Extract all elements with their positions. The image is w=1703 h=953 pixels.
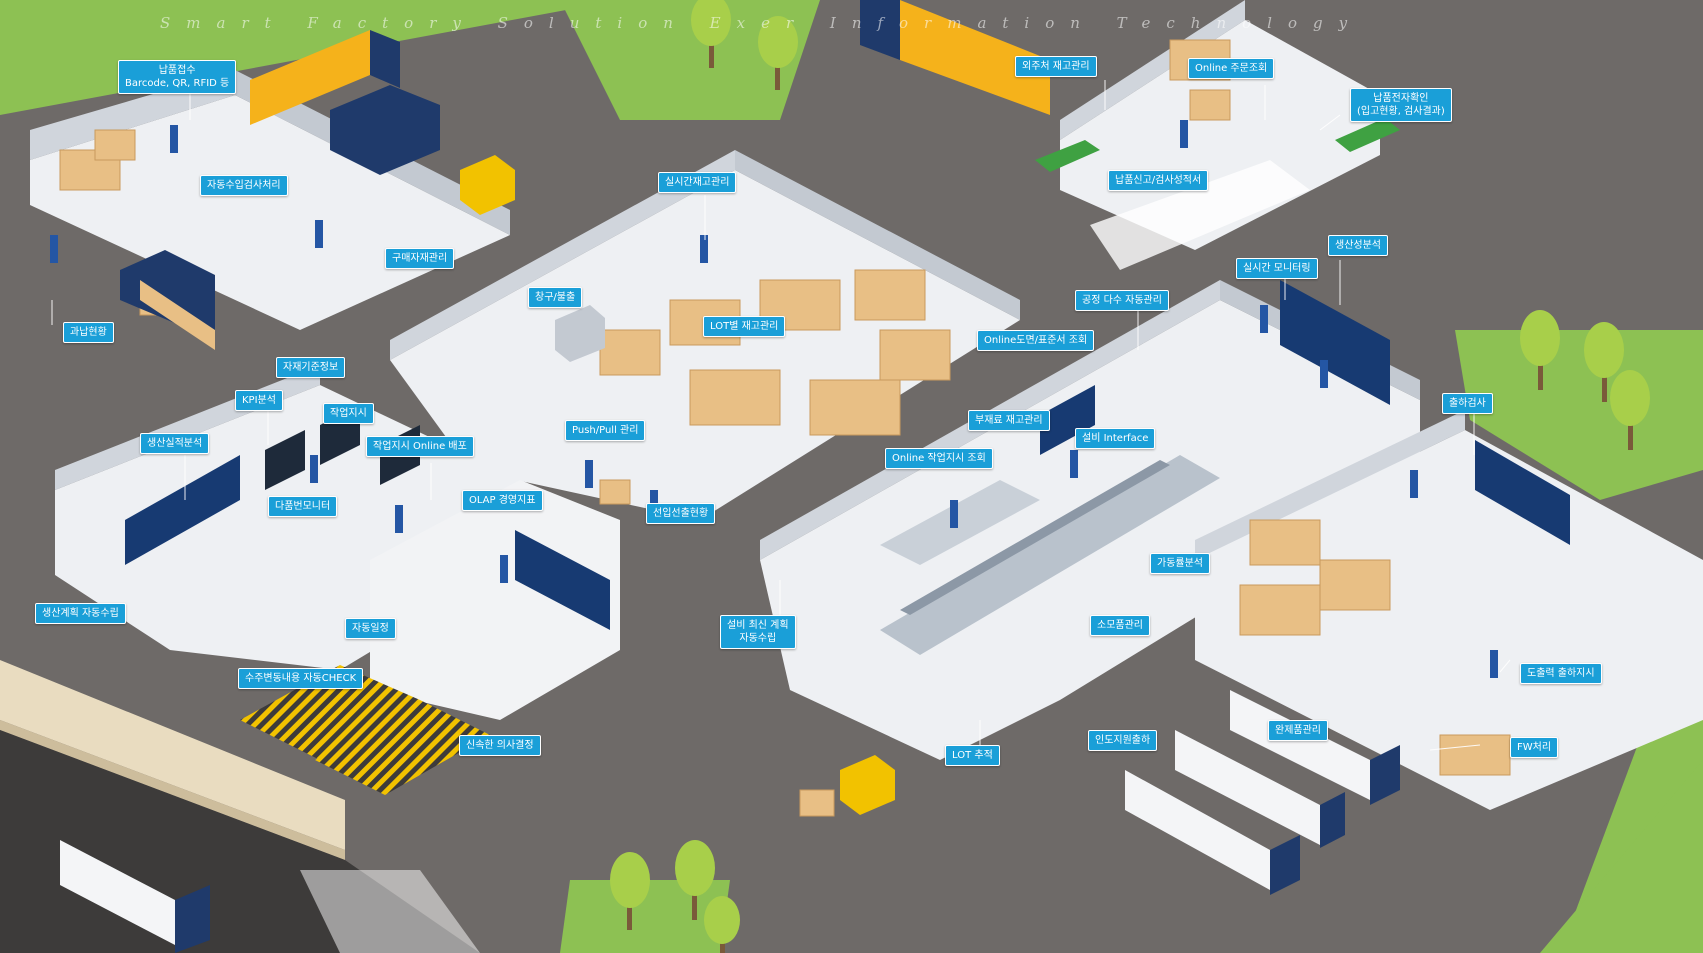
callout-production-plan-auto[interactable]: 생산계획 자동수립 [35, 603, 126, 624]
tagline: Smart Factory Solution Exer Information … [160, 14, 1364, 32]
callout-olap-analysis[interactable]: OLAP 경영지표 [462, 490, 543, 511]
grass-bottom-right [1540, 760, 1703, 953]
grass-bottom-center [560, 880, 730, 953]
loading-zone-hatch-2 [315, 700, 490, 795]
callout-equipment-analysis[interactable]: 가동률분석 [1150, 553, 1210, 574]
supplier-building [1060, 0, 1380, 270]
callout-monitoring[interactable]: 다품번모니터 [268, 496, 338, 517]
callout-line2: Barcode, QR, RFID 등 [125, 78, 230, 89]
callout-auto-inspection[interactable]: 자동수입검사처리 [200, 175, 288, 196]
callout-auto-schedule[interactable]: 자동일정 [345, 618, 396, 639]
callout-realtime-inventory[interactable]: 실시간재고관리 [658, 172, 737, 193]
callout-quick-decision[interactable]: 신속한 의사결정 [459, 735, 541, 756]
production-line [880, 455, 1220, 655]
callout-line2: 자동수립 [739, 633, 777, 644]
callout-consumables[interactable]: 소모품관리 [1090, 615, 1150, 636]
leader-lines [51, 80, 1511, 765]
callout-push-pull[interactable]: Push/Pull 관리 [565, 420, 646, 441]
callout-online-work-order[interactable]: Online 작업지시 조회 [885, 448, 993, 469]
delivery-truck-left [120, 250, 215, 350]
callout-outbound[interactable]: 인도지원출하 [1088, 730, 1158, 751]
dashboard-screens [125, 280, 1570, 630]
yellow-truck-center [860, 0, 1050, 115]
yellow-truck-top [250, 30, 440, 175]
callout-productivity-analysis[interactable]: 생산성분석 [1328, 235, 1388, 256]
storage-boxes [59, 39, 1511, 817]
callout-supply-status[interactable]: 선입선출현황 [646, 503, 716, 524]
callout-line1: 설비 최신 계획 [727, 620, 789, 631]
callout-line1: 납품접수 [158, 65, 196, 76]
callout-line1: 납품전자확인 [1373, 93, 1429, 104]
callout-equipment-plan[interactable]: 설비 최신 계획 자동수립 [720, 615, 796, 649]
callout-work-order[interactable]: 작업지시 [323, 403, 374, 424]
callout-delivery-confirm[interactable]: 납품전자확인 (입고현황, 검사결과) [1350, 88, 1452, 122]
grass-right-lot [1455, 330, 1703, 500]
callout-finished-storage[interactable]: 완제품관리 [1268, 720, 1328, 741]
callout-receiving-scan[interactable]: 납품접수 Barcode, QR, RFID 등 [118, 60, 237, 94]
callout-lot-inventory[interactable]: LOT별 재고관리 [703, 316, 786, 337]
callout-shipping[interactable]: 출하검사 [1442, 393, 1493, 414]
callout-equipment-interface[interactable]: 설비 Interface [1075, 428, 1156, 449]
white-trucks [60, 690, 1400, 953]
callout-process-status[interactable]: 과납현황 [63, 322, 114, 343]
grass-top-center [560, 0, 820, 120]
callout-work-order-online[interactable]: 작업지시 Online 배포 [366, 436, 474, 457]
callout-online-order[interactable]: Online 주문조회 [1188, 58, 1275, 79]
callout-kpi-analysis[interactable]: KPI분석 [235, 390, 283, 411]
loading-zone-hatch [240, 665, 420, 760]
callout-auto-shipping[interactable]: 도출력 출하지시 [1520, 663, 1602, 684]
callout-performance-analysis[interactable]: 생산실적분석 [140, 433, 210, 454]
callout-outsourcing-inventory[interactable]: 외주처 재고관리 [1015, 56, 1097, 77]
callout-order-change-check[interactable]: 수주변동내용 자동CHECK [238, 668, 364, 689]
callout-online-drawing[interactable]: Online도면/표준서 조회 [977, 330, 1095, 351]
callout-pallet[interactable]: FW처리 [1510, 737, 1559, 758]
callout-material-storage[interactable]: 구매자재관리 [385, 248, 455, 269]
callout-delivery-inspection[interactable]: 납품신고/검사성적서 [1108, 170, 1209, 191]
callout-lot-tracking[interactable]: LOT 추적 [945, 745, 1000, 766]
callout-process-inventory[interactable]: 부재료 재고관리 [968, 410, 1050, 431]
callout-line2: (입고현황, 검사결과) [1357, 106, 1445, 117]
callout-material-pallet[interactable]: 자재기준정보 [276, 357, 346, 378]
hedges [1035, 118, 1400, 172]
callout-realtime-monitoring[interactable]: 실시간 모니터링 [1236, 258, 1318, 279]
trees [610, 0, 1650, 953]
forklifts [460, 155, 895, 815]
callout-multi-equipment[interactable]: 공정 다수 자동관리 [1075, 290, 1169, 311]
callout-tool-kitting[interactable]: 창구/불출 [528, 287, 583, 308]
